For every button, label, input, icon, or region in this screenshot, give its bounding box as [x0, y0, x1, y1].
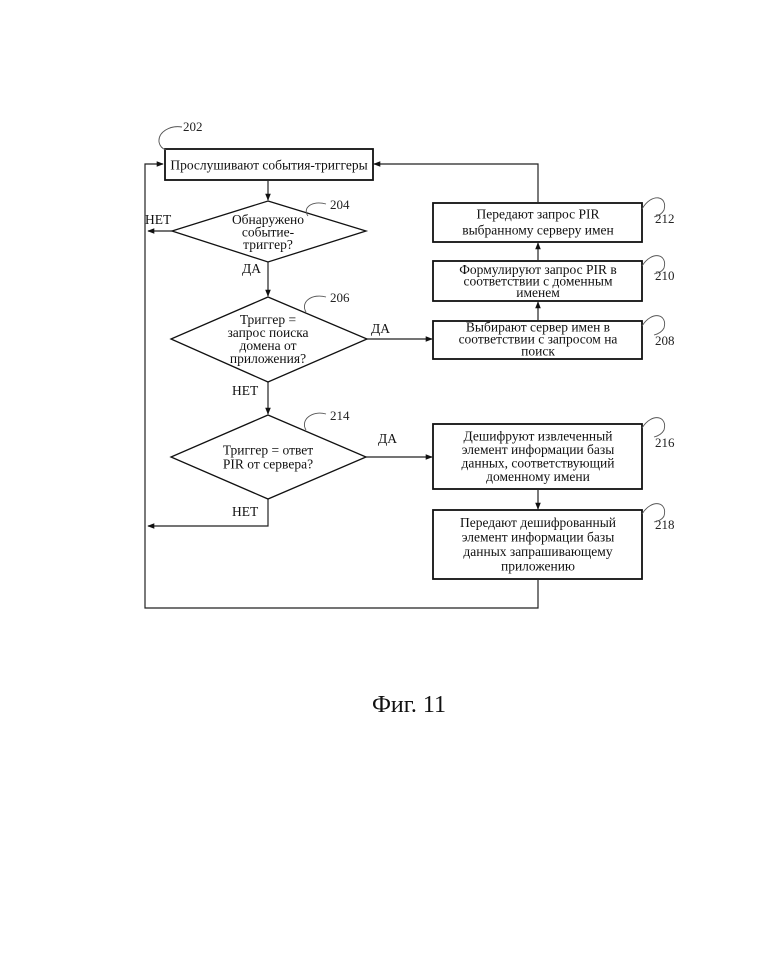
- ref-218: 218: [655, 517, 675, 532]
- ref-210: 210: [655, 268, 675, 283]
- ref-214-leader: [304, 413, 326, 430]
- ref-216: 216: [655, 435, 675, 450]
- node-text-line: данных запрашивающему: [463, 544, 612, 559]
- node-text-line: Прослушивают события-триггеры: [170, 158, 367, 173]
- node-text-line: именем: [516, 285, 560, 300]
- edge-label-206-yes: ДА: [371, 321, 390, 336]
- figure-caption: Фиг. 11: [372, 692, 446, 718]
- node-text-line: поиск: [521, 344, 555, 359]
- node-text-line: выбранному серверу имен: [462, 223, 614, 238]
- node-text-line: Триггер = ответ: [223, 443, 313, 458]
- edge-212-202: [374, 164, 538, 202]
- node-text-line: Передают запрос PIR: [477, 207, 600, 222]
- edge-label-204-no: НЕТ: [145, 212, 172, 227]
- node-text-line: Передают дешифрованный: [460, 515, 616, 530]
- ref-206: 206: [330, 290, 350, 305]
- edge-label-204-yes: ДА: [242, 261, 261, 276]
- ref-214: 214: [330, 408, 350, 423]
- node-text-line: PIR от сервера?: [223, 457, 313, 472]
- ref-212: 212: [655, 211, 675, 226]
- node-text-line: приложения?: [230, 351, 306, 366]
- edge-label-214-yes: ДА: [378, 431, 397, 446]
- edge-label-214-no: НЕТ: [232, 504, 259, 519]
- node-text-line: приложению: [501, 558, 575, 573]
- node-text-line: триггер?: [243, 237, 293, 252]
- ref-202: 202: [183, 119, 203, 134]
- ref-204: 204: [330, 197, 350, 212]
- node-212-text: Передают запрос PIRвыбранному серверу им…: [462, 207, 614, 238]
- ref-208: 208: [655, 333, 675, 348]
- edge-label-206-no: НЕТ: [232, 383, 259, 398]
- ref-202-leader: [159, 127, 182, 150]
- ref-206-leader: [304, 296, 326, 312]
- node-214-text: Триггер = ответPIR от сервера?: [223, 443, 313, 472]
- node-202-text: Прослушивают события-триггеры: [170, 158, 367, 173]
- node-text-line: доменному имени: [486, 469, 590, 484]
- node-text-line: элемент информации базы: [462, 529, 615, 544]
